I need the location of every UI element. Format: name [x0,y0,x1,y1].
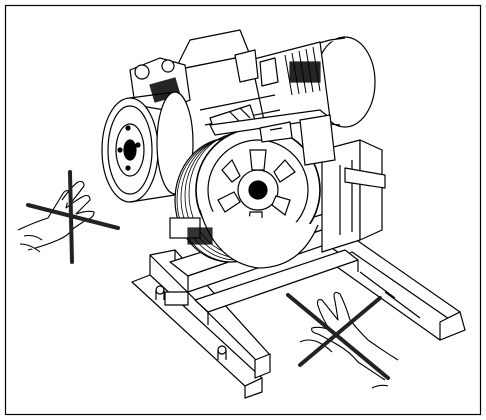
prohibition-cross-icon [26,170,120,264]
motor-mount [209,109,336,166]
hand-icon [17,180,95,253]
figure-border [4,4,482,416]
hand-icon [299,291,399,389]
prohibition-cross-icon [286,293,390,380]
brake-assembly [101,57,194,203]
traction-sheave [169,127,321,269]
